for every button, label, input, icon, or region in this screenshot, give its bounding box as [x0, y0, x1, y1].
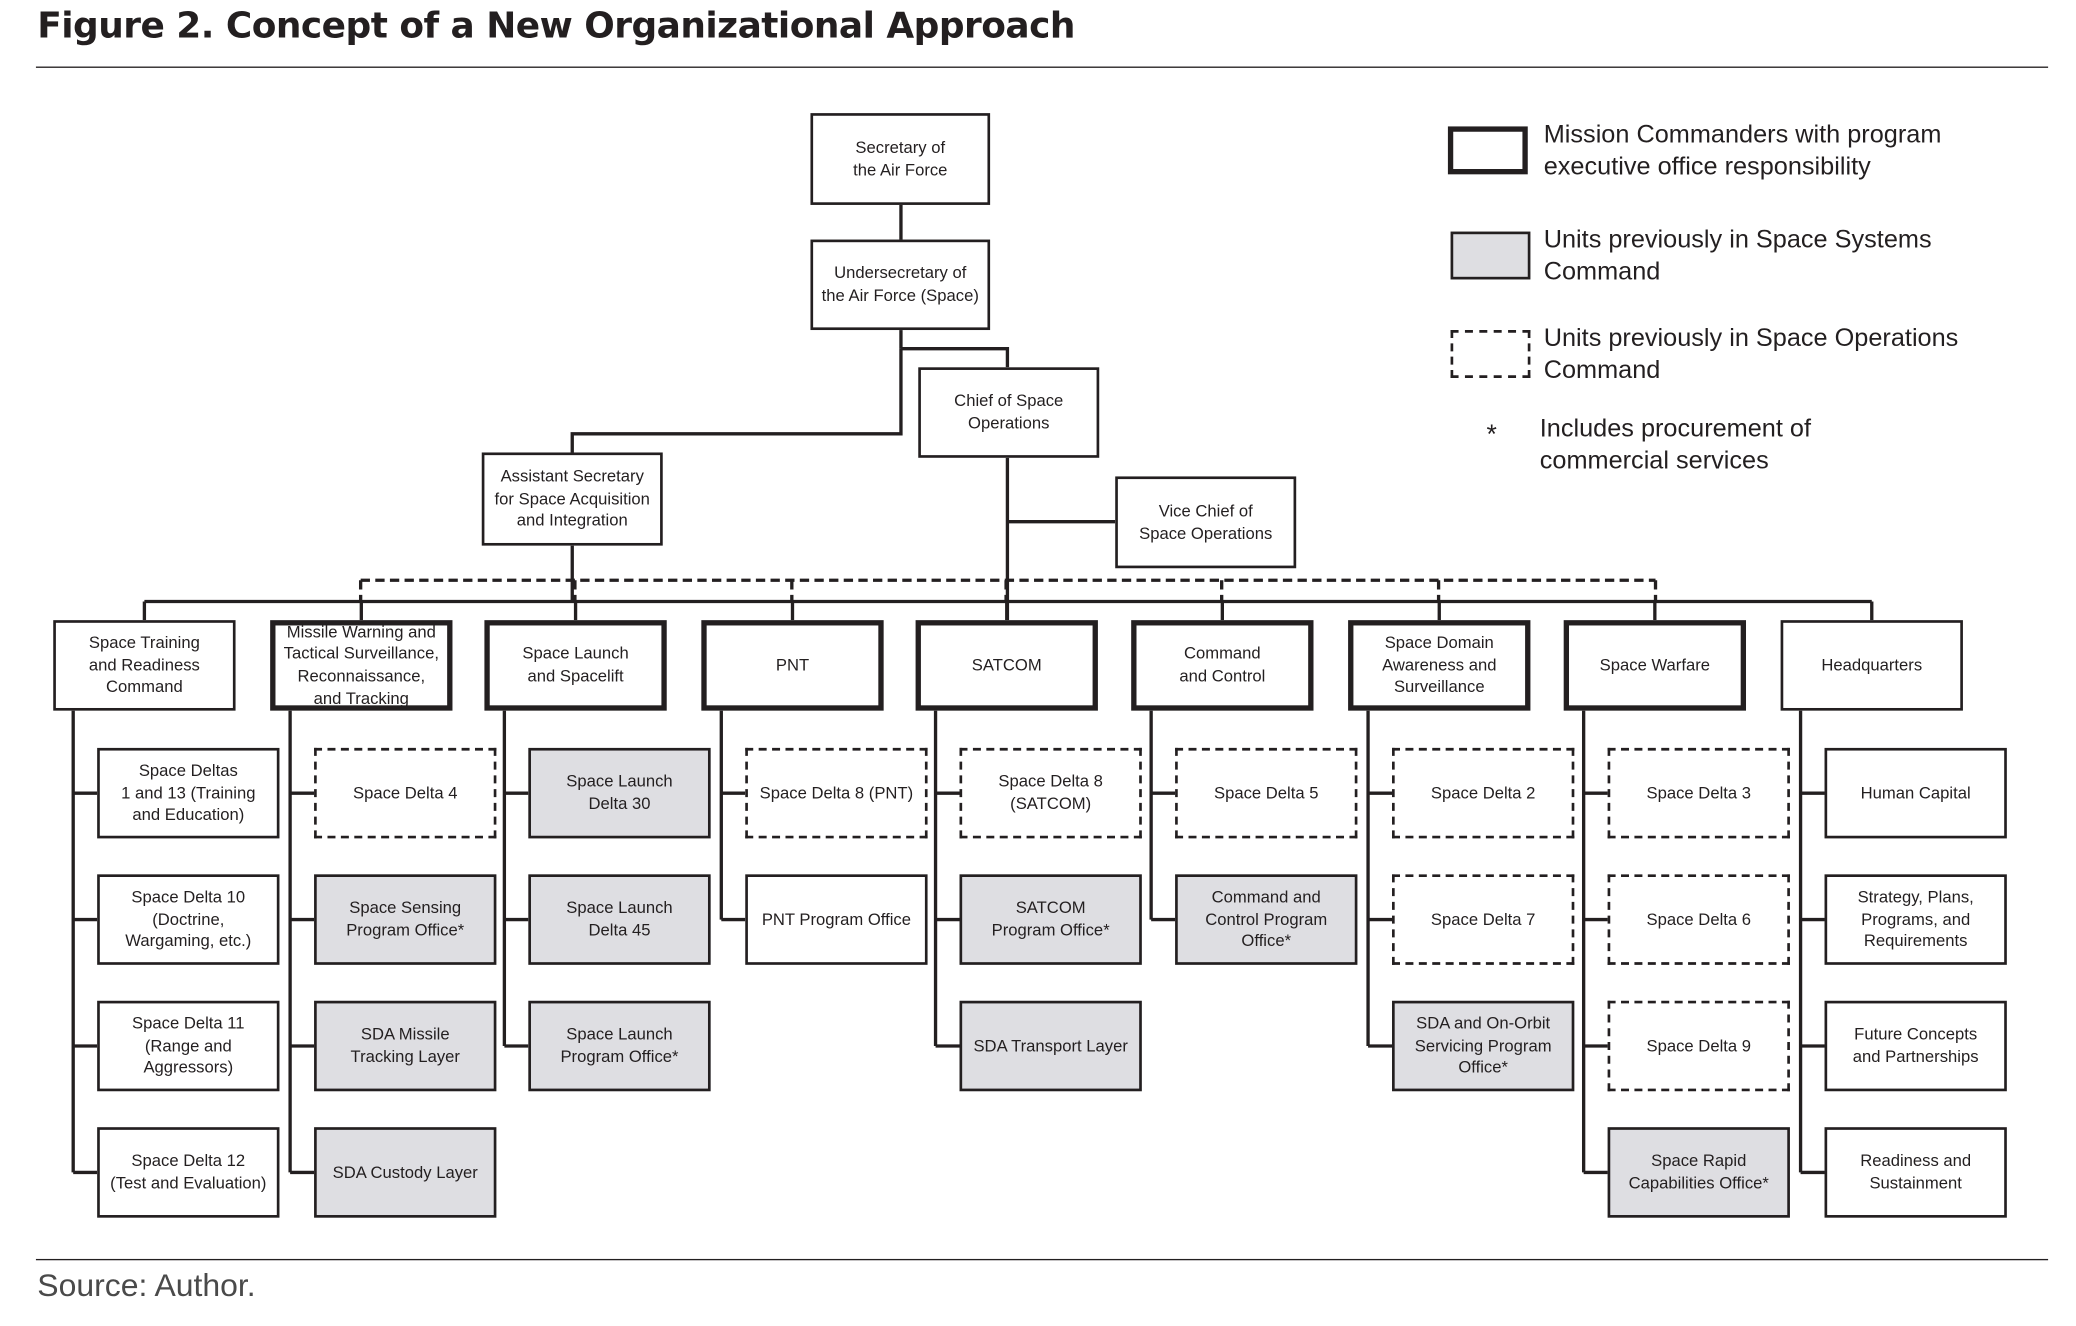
legend-asterisk: * [1486, 420, 1497, 450]
legend-swatch-mission-commanders [1447, 126, 1528, 175]
column-head-space-training-and-readiness-command: Space Training and Readiness Command [53, 620, 236, 711]
column-head-space-launch-and-spacelift: Space Launch and Spacelift [484, 620, 667, 711]
unit-box-sda-transport-layer: SDA Transport Layer [959, 1000, 1142, 1092]
column-head-missile-warning-and-tactical-surveillance-reconnaissance-and-tracking: Missile Warning and Tactical Surveillanc… [270, 620, 453, 711]
source-rule [35, 1258, 2049, 1261]
column-head-space-warfare: Space Warfare [1563, 620, 1747, 711]
unit-box-space-delta-6: Space Delta 6 [1607, 874, 1790, 965]
figure-title: Figure 2. Concept of a New Organizationa… [37, 5, 1075, 47]
unit-box-sda-missile-tracking-layer: SDA Missile Tracking Layer [314, 1000, 497, 1092]
unit-box-space-delta-8-satcom: Space Delta 8 (SATCOM) [959, 747, 1142, 839]
unit-box-space-delta-2: Space Delta 2 [1392, 747, 1575, 839]
legend-label-mission-commanders: Mission Commanders with program executiv… [1543, 121, 1942, 181]
box-vice-chief-of-space-operations: Vice Chief of Space Operations [1115, 476, 1297, 569]
legend-swatch-space-operations-command [1450, 330, 1531, 378]
column-head-headquarters: Headquarters [1780, 620, 1963, 711]
unit-box-pnt-program-office: PNT Program Office [745, 874, 928, 965]
column-head-command-and-control: Command and Control [1131, 620, 1314, 711]
unit-box-satcom-program-office: SATCOM Program Office* [959, 874, 1142, 965]
unit-box-space-delta-7: Space Delta 7 [1392, 874, 1575, 965]
connector-usaf-asaf [570, 348, 903, 453]
unit-box-space-rapid-capabilities-office: Space Rapid Capabilities Office* [1607, 1127, 1790, 1218]
column-head-pnt: PNT [701, 620, 884, 711]
column-head-satcom: SATCOM [915, 620, 1098, 711]
unit-box-space-launch-delta-45: Space Launch Delta 45 [528, 874, 711, 965]
unit-box-space-delta-10-doctrine-wargaming-etc: Space Delta 10 (Doctrine, Wargaming, etc… [97, 874, 280, 965]
unit-box-space-delta-9: Space Delta 9 [1607, 1000, 1790, 1092]
box-secretary-of-the-air-force: Secretary of the Air Force [810, 113, 991, 205]
source-note: Source: Author. [37, 1268, 256, 1305]
box-chief-of-space-operations: Chief of Space Operations [918, 367, 1100, 458]
title-rule [35, 66, 2049, 68]
unit-box-command-and-control-program-office: Command and Control Program Office* [1175, 874, 1358, 965]
unit-box-sda-and-on-orbit-servicing-program-office: SDA and On-Orbit Servicing Program Offic… [1392, 1000, 1575, 1092]
legend-swatch-space-systems-command [1450, 231, 1531, 280]
unit-box-future-concepts-and-partnerships: Future Concepts and Partnerships [1824, 1000, 2007, 1092]
legend-label-space-systems-command: Units previously in Space Systems Comman… [1543, 226, 1932, 286]
unit-box-space-delta-8-pnt: Space Delta 8 (PNT) [745, 747, 928, 839]
unit-box-space-launch-delta-30: Space Launch Delta 30 [528, 747, 711, 839]
unit-box-space-launch-program-office: Space Launch Program Office* [528, 1000, 711, 1092]
unit-box-space-delta-3: Space Delta 3 [1607, 747, 1790, 839]
unit-box-space-delta-4: Space Delta 4 [314, 747, 497, 839]
legend-label-commercial-services: Includes procurement of commercial servi… [1539, 415, 1812, 475]
box-undersecretary-space: Undersecretary of the Air Force (Space) [810, 239, 991, 331]
unit-box-space-sensing-program-office: Space Sensing Program Office* [314, 874, 497, 965]
unit-box-space-delta-12-test-and-evaluation: Space Delta 12 (Test and Evaluation) [97, 1127, 280, 1218]
connector-usaf-cso [900, 347, 1010, 368]
column-head-space-domain-awareness-and-surveillance: Space Domain Awareness and Surveillance [1348, 620, 1531, 711]
unit-box-human-capital: Human Capital [1824, 747, 2007, 839]
unit-box-sda-custody-layer: SDA Custody Layer [314, 1127, 497, 1218]
unit-box-space-delta-5: Space Delta 5 [1175, 747, 1358, 839]
unit-box-readiness-and-sustainment: Readiness and Sustainment [1824, 1127, 2007, 1218]
box-assistant-secretary-acquisition: Assistant Secretary for Space Acquisitio… [481, 452, 663, 546]
unit-box-space-delta-11-range-and-aggressors: Space Delta 11 (Range and Aggressors) [97, 1000, 280, 1092]
unit-box-space-deltas-1-and-13-training-and-education: Space Deltas 1 and 13 (Training and Educ… [97, 747, 280, 839]
legend-label-space-operations-command: Units previously in Space Operations Com… [1543, 324, 1959, 385]
unit-box-strategy-plans-programs-and-requirements: Strategy, Plans, Programs, and Requireme… [1824, 874, 2007, 965]
